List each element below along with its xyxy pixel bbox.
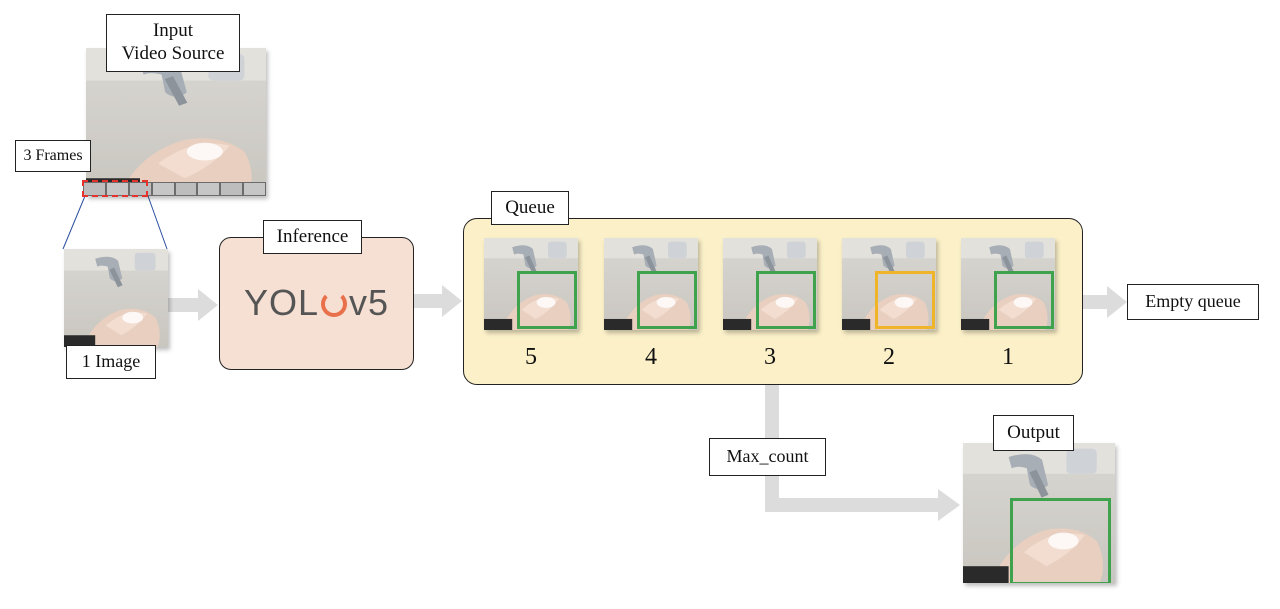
- arrow-queue-to-empty: [1083, 286, 1127, 318]
- output-bounding-box: [1010, 498, 1111, 583]
- image-label: 1 Image: [66, 345, 156, 379]
- queue-item-image: [961, 238, 1055, 330]
- input-title: Input Video Source: [106, 14, 240, 72]
- arrow-inference-to-queue: [414, 285, 462, 317]
- selected-frames-outline: [82, 180, 148, 197]
- single-image: [64, 249, 168, 347]
- queue-item-image: [723, 238, 817, 330]
- output-label: Output: [993, 415, 1074, 451]
- yolo-logo-right: v5: [349, 282, 389, 323]
- frames-label: 3 Frames: [15, 140, 91, 172]
- queue-item-image: [484, 238, 578, 330]
- yolo-logo-left: YOL: [244, 282, 319, 323]
- queue-item-bounding-box: [517, 271, 577, 329]
- empty-queue-label: Empty queue: [1127, 284, 1259, 320]
- queue-item-number: 2: [869, 344, 909, 371]
- queue-item-number: 1: [988, 344, 1028, 371]
- queue-item-image: [604, 238, 698, 330]
- queue-item-number: 5: [511, 344, 551, 371]
- frame-connector-left: [63, 196, 85, 249]
- output-image: [963, 443, 1115, 583]
- yolo-o-icon: [321, 291, 347, 317]
- frame-connector-right: [148, 196, 167, 249]
- queue-item-image: [842, 238, 936, 330]
- inference-label: Inference: [263, 220, 362, 254]
- queue-item-bounding-box: [994, 271, 1054, 329]
- queue-item-number: 3: [750, 344, 790, 371]
- queue-item-bounding-box: [756, 271, 816, 329]
- max-count-label: Max_count: [709, 438, 826, 476]
- queue-item-bounding-box: [875, 271, 935, 329]
- queue-label: Queue: [491, 191, 569, 225]
- arrow-image-to-inference: [168, 289, 218, 321]
- yolo-logo: YOL v5: [219, 282, 414, 324]
- queue-item-bounding-box: [637, 271, 697, 329]
- queue-item-number: 4: [631, 344, 671, 371]
